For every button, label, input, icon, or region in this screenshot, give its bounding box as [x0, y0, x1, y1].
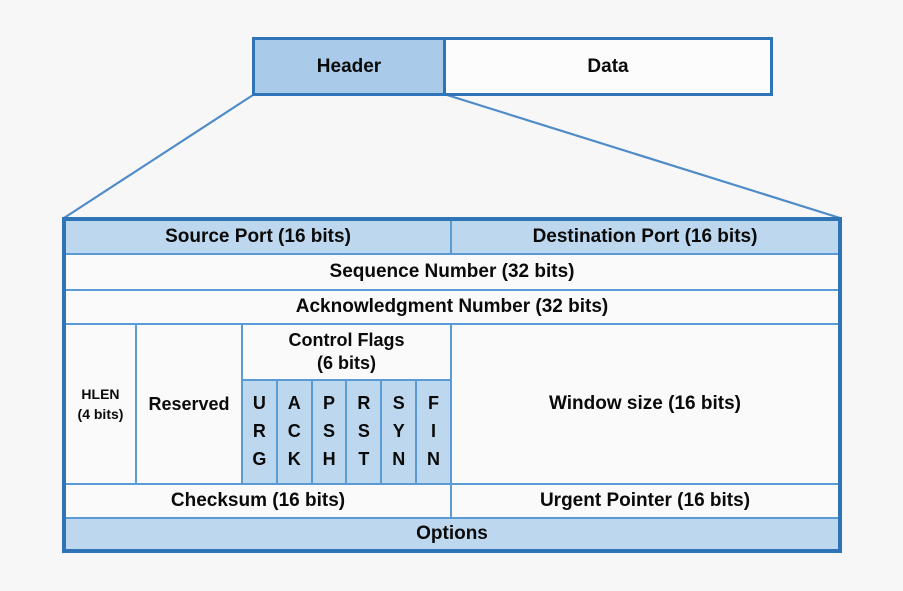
- acknowledgment-number-label: Acknowledgment Number (32 bits): [295, 296, 609, 317]
- source-port-label: Source Port (16 bits): [165, 226, 351, 247]
- acknowledgment-number-cell: Acknowledgment Number (32 bits): [66, 291, 838, 323]
- window-size-cell: Window size (16 bits): [452, 325, 838, 483]
- urgent-pointer-cell: Urgent Pointer (16 bits): [452, 485, 838, 517]
- tcp-header-table: Source Port (16 bits) Destination Port (…: [62, 217, 842, 553]
- control-flags-header: Control Flags (6 bits): [243, 325, 450, 381]
- reserved-cell: Reserved: [137, 325, 243, 483]
- reserved-label: Reserved: [148, 393, 230, 414]
- packet-header-label: Header: [316, 55, 382, 77]
- control-flags-column: Control Flags (6 bits) U R G A C K P S H…: [243, 325, 452, 483]
- ports-row: Source Port (16 bits) Destination Port (…: [66, 221, 838, 255]
- flag-cell-syn: S Y N: [382, 381, 418, 483]
- packet-data-cell: Data: [446, 40, 770, 93]
- options-cell: Options: [66, 519, 838, 549]
- packet-box: Header Data: [252, 37, 773, 96]
- hlen-flags-window-row: HLEN (4 bits) Reserved Control Flags (6 …: [66, 325, 838, 485]
- acknowledgment-number-row: Acknowledgment Number (32 bits): [66, 291, 838, 325]
- sequence-number-cell: Sequence Number (32 bits): [66, 255, 838, 289]
- checksum-row: Checksum (16 bits) Urgent Pointer (16 bi…: [66, 485, 838, 519]
- control-flags-cells: U R G A C K P S H R S T S Y N F I N: [243, 381, 450, 483]
- sequence-number-label: Sequence Number (32 bits): [329, 261, 575, 282]
- hlen-cell: HLEN (4 bits): [66, 325, 137, 483]
- right-connector-line: [446, 93, 841, 220]
- options-label: Options: [416, 523, 488, 544]
- sequence-number-row: Sequence Number (32 bits): [66, 255, 838, 291]
- flag-cell-urg: U R G: [243, 381, 278, 483]
- window-size-label: Window size (16 bits): [549, 393, 741, 414]
- source-port-cell: Source Port (16 bits): [66, 221, 452, 253]
- flag-cell-fin: F I N: [417, 381, 450, 483]
- hlen-label: HLEN (4 bits): [77, 385, 124, 422]
- packet-header-cell: Header: [255, 40, 446, 93]
- checksum-label: Checksum (16 bits): [170, 490, 346, 511]
- destination-port-cell: Destination Port (16 bits): [452, 221, 838, 253]
- flag-cell-rst: R S T: [347, 381, 383, 483]
- left-connector-line: [63, 94, 254, 219]
- options-row: Options: [66, 519, 838, 549]
- urgent-pointer-label: Urgent Pointer (16 bits): [539, 490, 751, 511]
- packet-data-label: Data: [587, 55, 629, 77]
- flag-cell-psh: P S H: [312, 381, 348, 483]
- flag-cell-ack: A C K: [277, 381, 313, 483]
- checksum-cell: Checksum (16 bits): [66, 485, 452, 517]
- destination-port-label: Destination Port (16 bits): [532, 226, 758, 247]
- control-flags-title: Control Flags (6 bits): [288, 329, 405, 373]
